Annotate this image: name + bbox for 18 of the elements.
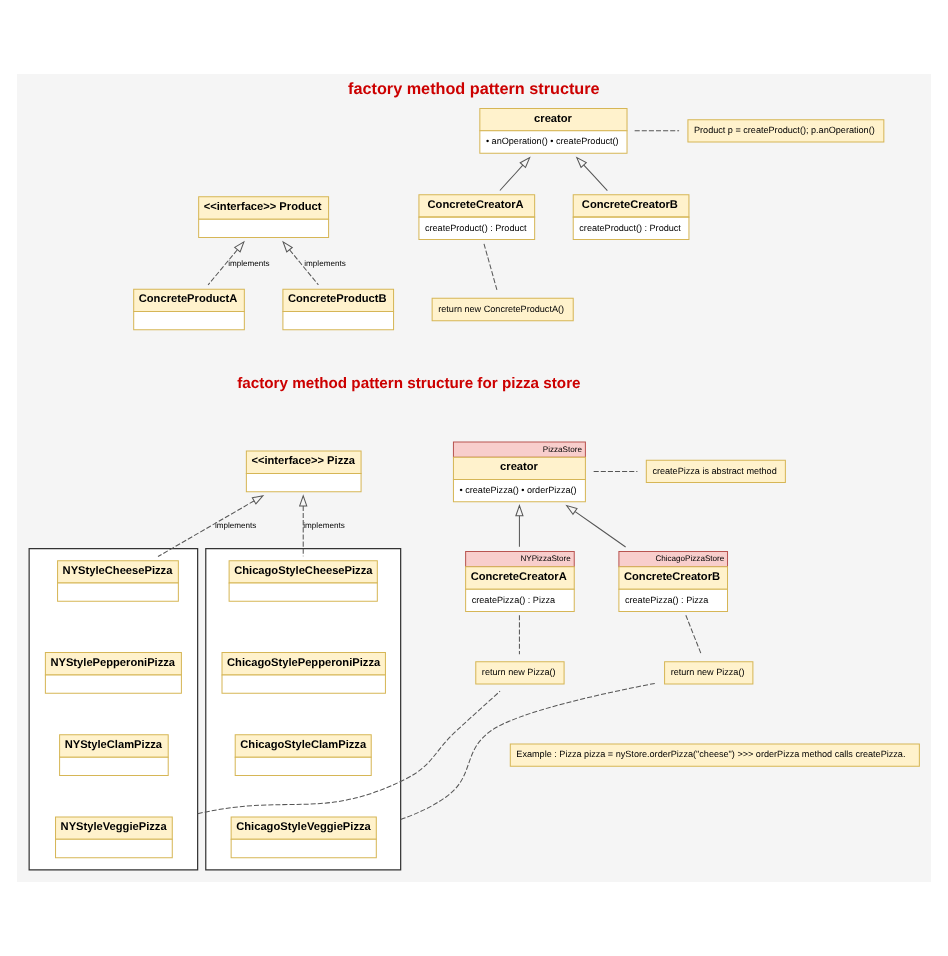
arrow — [515, 504, 524, 548]
arrow — [575, 156, 608, 192]
arrow — [207, 240, 245, 286]
arrow — [282, 240, 319, 286]
arrow — [499, 156, 531, 192]
arrow — [565, 504, 627, 548]
connector — [634, 130, 680, 132]
connector — [593, 470, 638, 472]
connector — [483, 243, 498, 292]
arrow — [298, 494, 308, 557]
connector — [518, 614, 520, 655]
connector — [685, 614, 702, 655]
diagram-title: factory method pattern structure — [348, 80, 600, 99]
cluster — [205, 547, 402, 871]
arrow — [157, 495, 265, 558]
connector — [197, 690, 501, 815]
cluster — [28, 547, 199, 871]
connector — [400, 682, 657, 820]
